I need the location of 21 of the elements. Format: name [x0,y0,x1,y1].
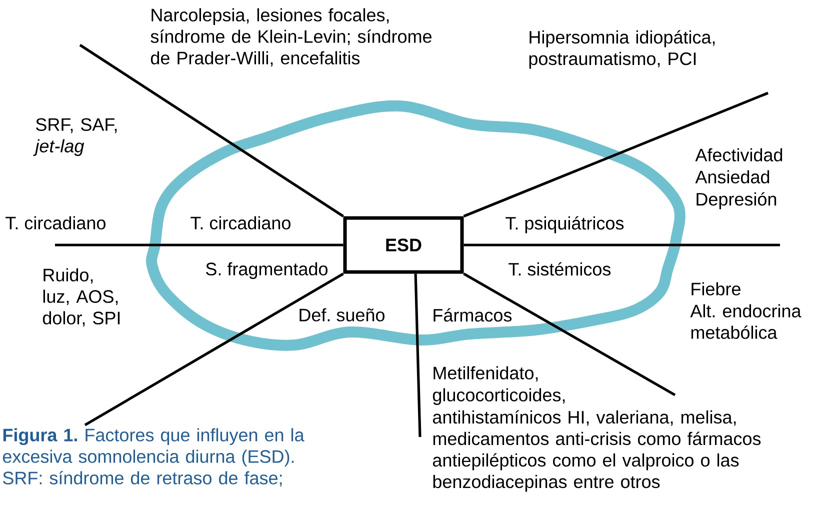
factor-text: Alt. endocrina metabólica [690,304,802,339]
factor-text: Depresión [696,192,776,210]
factor-text: Metilfenidato, [434,366,538,382]
factor-text: Ansiedad [695,170,770,184]
category-label: Fármacos [434,308,512,322]
category-label: T. psiquiátricos [506,216,624,234]
category-label: T. sistémicos [508,262,611,276]
factor-text: SRF, SAF, jet-lag [33,118,117,156]
category-label: S. fragmentado [206,262,328,279]
factor-text: Ruido, luz, AOS, dolor, SPI [42,268,120,327]
factor-text: Fiebre [692,282,740,296]
factor-text: Afectividad [695,148,782,162]
center-box: ESD [343,216,464,274]
factor-text: antihistamínicos HI, valeriana, melisa, medicamentos anti-crisis como fármacos antiepilépticos como el valproico o las benzodiacepinas entre otros [432,410,761,492]
category-label: T. circadiano [190,216,290,230]
figure-caption: Figura 1. Factores que influyen en la excesiva somnolencia diurna (ESD). SRF: síndrome de retraso de fase; [2,428,304,487]
factor-text: glucocorticoides, [432,388,565,405]
category-label: Def. sueño [300,308,384,322]
factor-text: Narcolepsia, lesiones focales, síndrome de Klein-Levin; síndrome de Prader-Willi, encefalitis [150,8,432,67]
factor-text: T. circadiano [6,216,106,230]
factor-text: Hipersomnia idiopática, postraumatismo, PCI [529,30,715,69]
